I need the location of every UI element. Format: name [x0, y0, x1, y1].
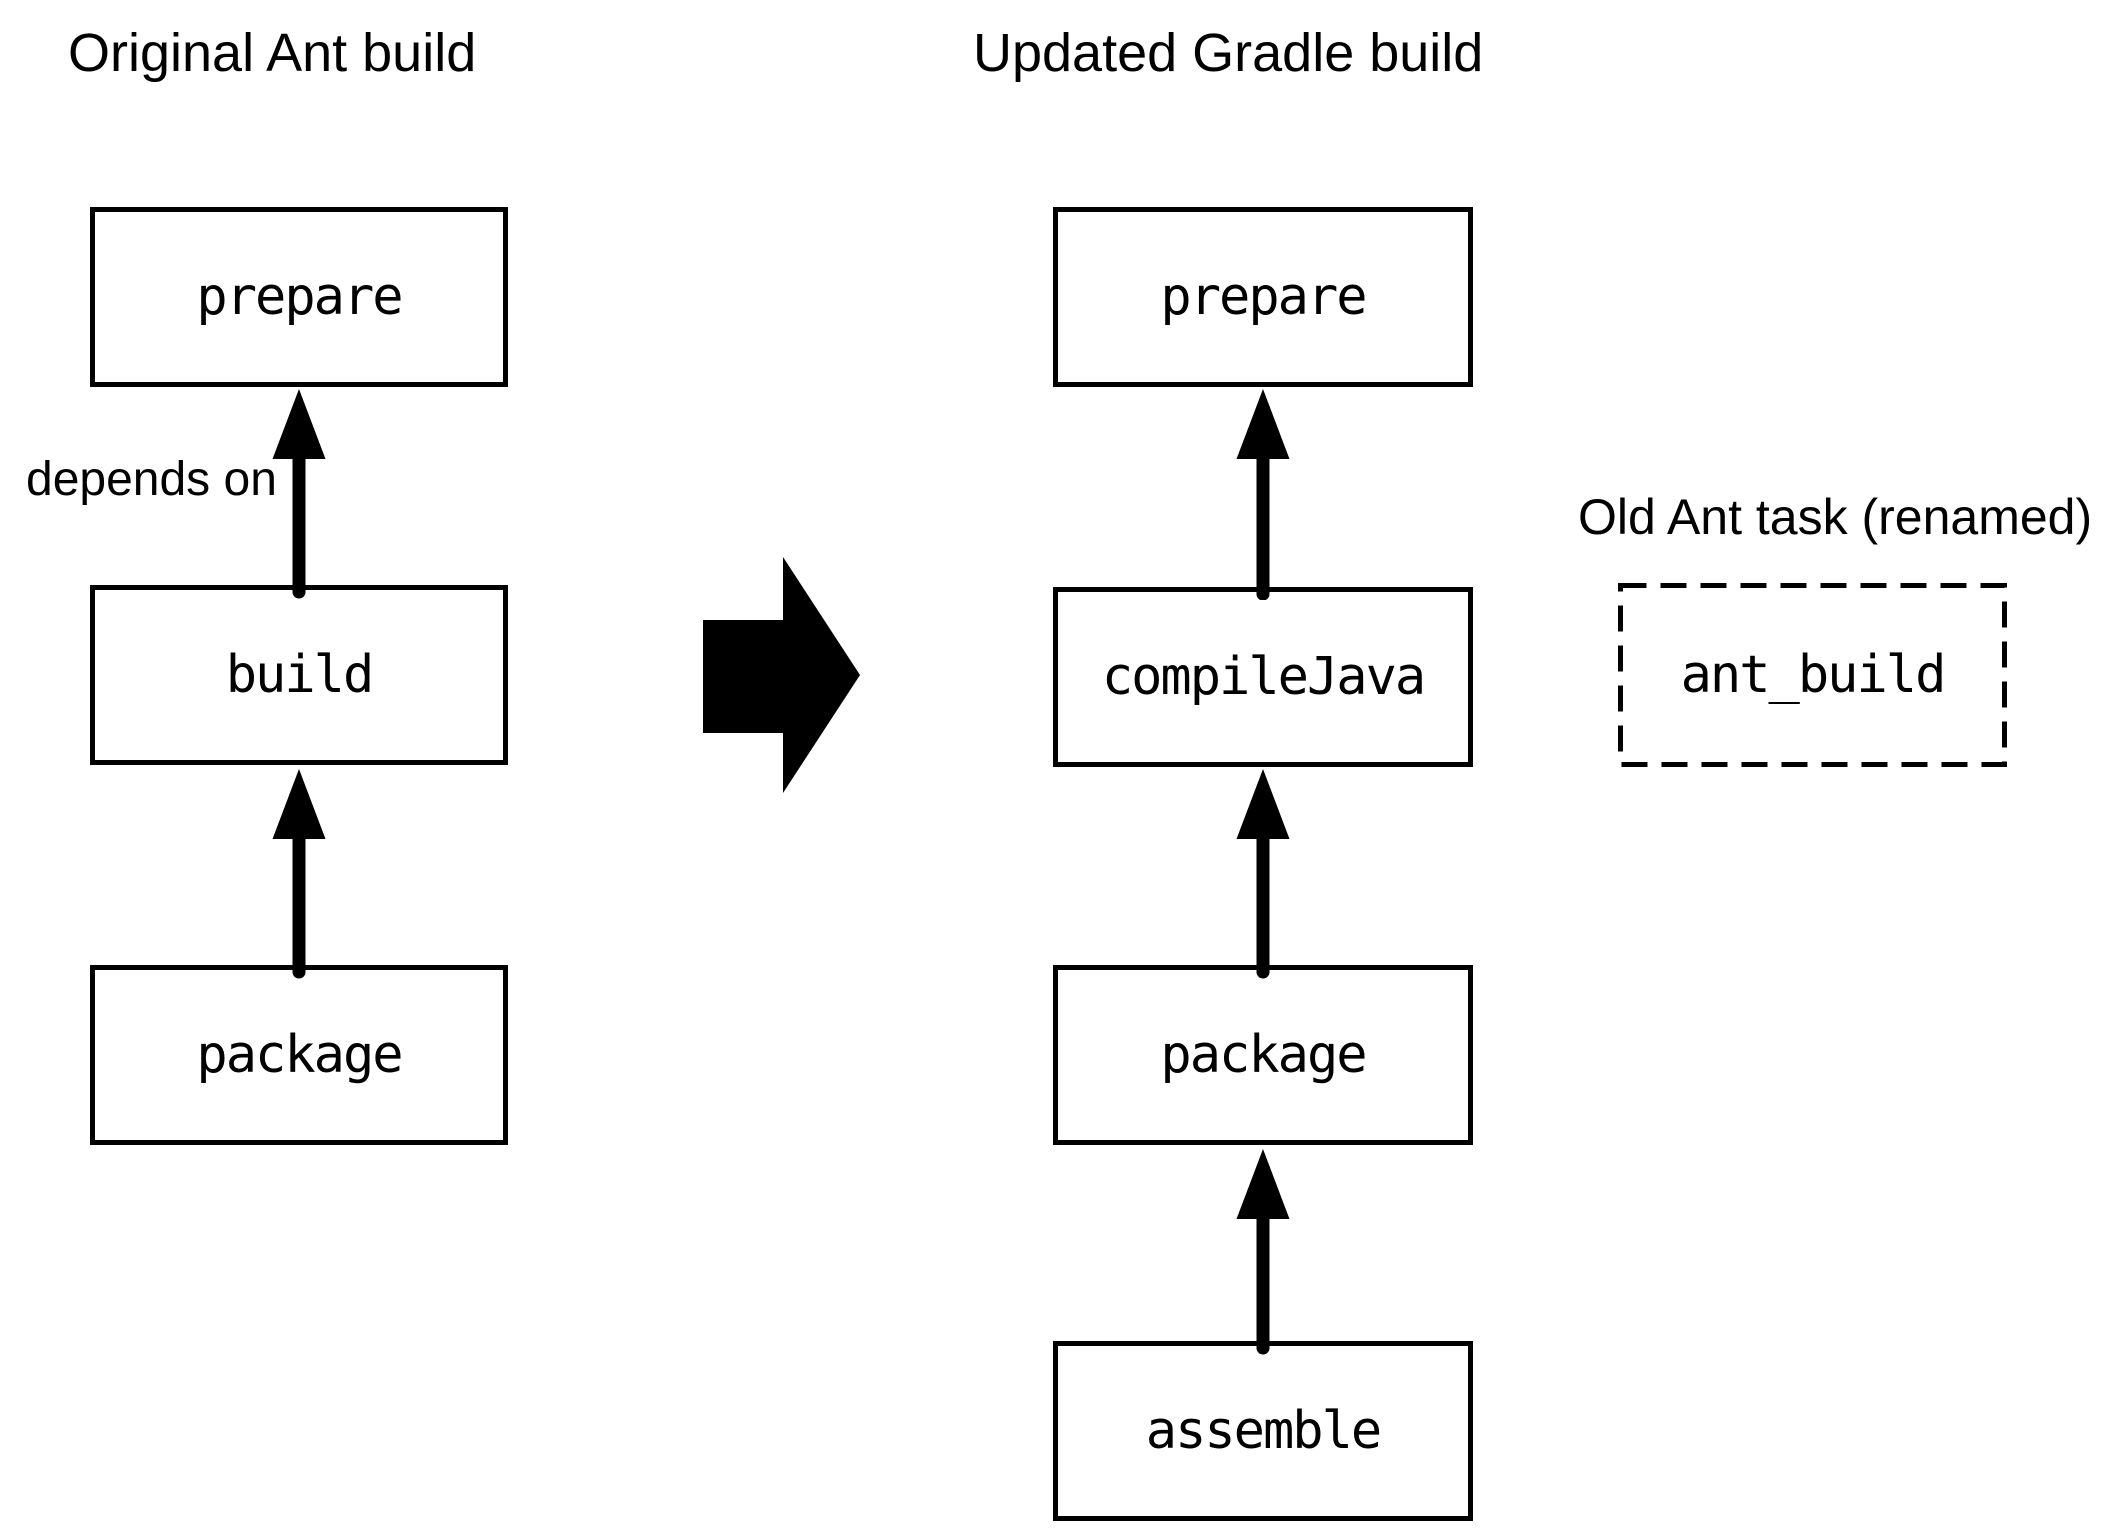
dashed-task-box-outline — [1618, 583, 2007, 767]
transform-right-arrow-icon — [703, 557, 860, 793]
task-box-gradle-prepare: prepare — [1053, 207, 1473, 387]
right-column-title: Updated Gradle build — [973, 23, 1484, 83]
up-arrow-icon — [1236, 769, 1290, 979]
task-box-gradle-compilejava: compileJava — [1053, 587, 1473, 767]
depends-on-label: depends on — [26, 453, 277, 506]
task-box-ant-build: build — [90, 585, 508, 765]
legend-title: Old Ant task (renamed) — [1578, 489, 2093, 545]
task-box-gradle-package: package — [1053, 965, 1473, 1145]
up-arrow-icon — [272, 769, 326, 979]
up-arrow-icon — [272, 389, 326, 599]
up-arrow-icon — [1236, 389, 1290, 600]
task-box-ant-build-renamed: ant_build — [1680, 645, 1947, 705]
task-box-ant-prepare: prepare — [90, 207, 508, 387]
task-box-ant-package: package — [90, 965, 508, 1145]
up-arrow-icon — [1236, 1149, 1290, 1355]
task-box-gradle-assemble: assemble — [1053, 1341, 1473, 1521]
left-column-title: Original Ant build — [68, 23, 477, 83]
